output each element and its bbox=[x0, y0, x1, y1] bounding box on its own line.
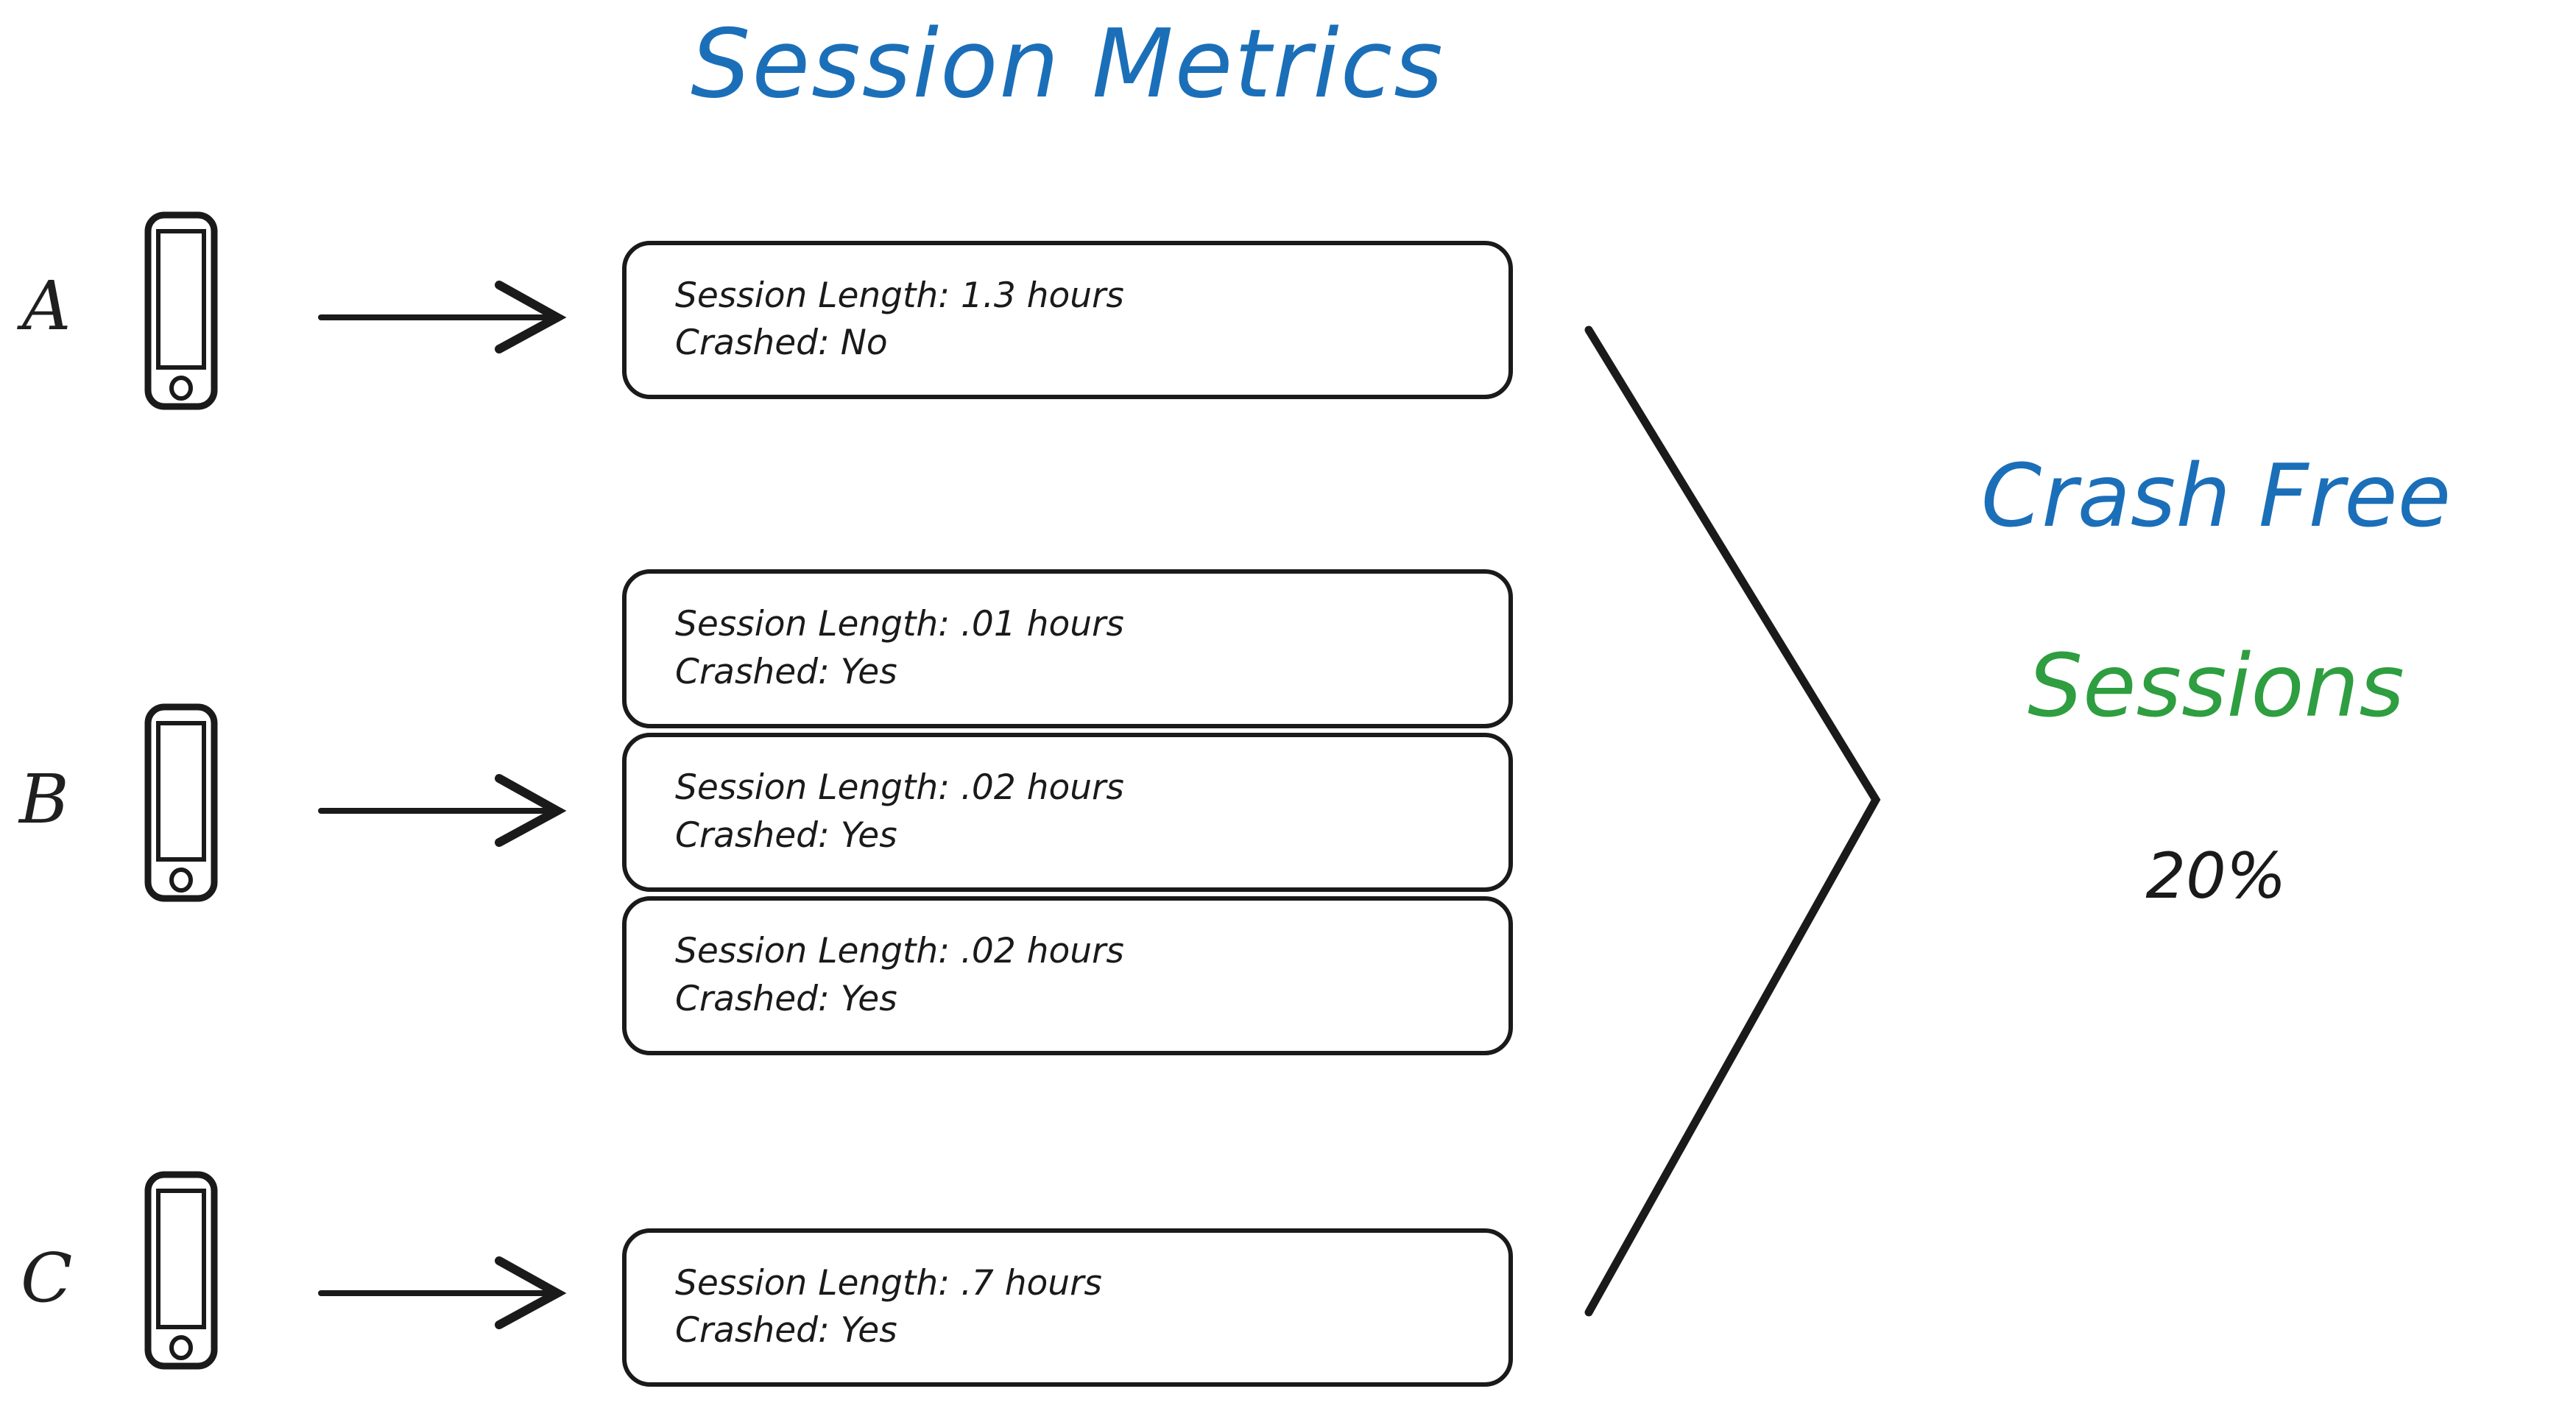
result-label-line-1: Crash Free bbox=[1980, 445, 2452, 546]
session-card: Session Length: .02 hours Crashed: Yes bbox=[622, 896, 1513, 1055]
smartphone-icon bbox=[144, 1171, 218, 1373]
crash-free-sessions-value: 20% bbox=[2145, 840, 2287, 913]
session-card-text: Session Length: .01 hours Crashed: Yes bbox=[675, 601, 1124, 697]
session-crashed-line: Crashed: Yes bbox=[675, 1310, 897, 1351]
session-length-line: Session Length: .02 hours bbox=[675, 767, 1124, 809]
group-letter-c: C bbox=[21, 1239, 73, 1317]
session-card: Session Length: .01 hours Crashed: Yes bbox=[622, 569, 1513, 728]
session-length-line: Session Length: 1.3 hours bbox=[675, 275, 1124, 316]
result-label-line-2: Sessions bbox=[2028, 635, 2404, 736]
arrow-right-icon bbox=[317, 276, 567, 360]
session-length-line: Session Length: .01 hours bbox=[675, 604, 1124, 645]
arrow-right-icon bbox=[317, 770, 567, 854]
session-crashed-line: Crashed: Yes bbox=[675, 979, 897, 1019]
session-card: Session Length: .02 hours Crashed: Yes bbox=[622, 733, 1513, 892]
group-letter-b: B bbox=[19, 760, 69, 839]
session-crashed-line: Crashed: Yes bbox=[675, 815, 897, 856]
group-letter-a: A bbox=[22, 267, 71, 345]
session-card-text: Session Length: .02 hours Crashed: Yes bbox=[675, 928, 1124, 1024]
session-length-line: Session Length: .02 hours bbox=[675, 931, 1124, 972]
smartphone-icon bbox=[144, 703, 218, 905]
session-card: Session Length: .7 hours Crashed: Yes bbox=[622, 1228, 1513, 1387]
session-length-line: Session Length: .7 hours bbox=[675, 1262, 1102, 1303]
session-crashed-line: Crashed: No bbox=[675, 323, 888, 364]
session-crashed-line: Crashed: Yes bbox=[675, 652, 897, 692]
arrow-right-icon bbox=[317, 1252, 567, 1336]
smartphone-icon bbox=[144, 211, 218, 413]
session-card-text: Session Length: .02 hours Crashed: Yes bbox=[675, 764, 1124, 860]
session-card-text: Session Length: 1.3 hours Crashed: No bbox=[675, 272, 1124, 368]
page-title: Session Metrics bbox=[691, 10, 1444, 119]
session-card-text: Session Length: .7 hours Crashed: Yes bbox=[675, 1260, 1102, 1356]
session-card: Session Length: 1.3 hours Crashed: No bbox=[622, 241, 1513, 399]
angle-bracket-right-icon bbox=[1546, 295, 1929, 1343]
